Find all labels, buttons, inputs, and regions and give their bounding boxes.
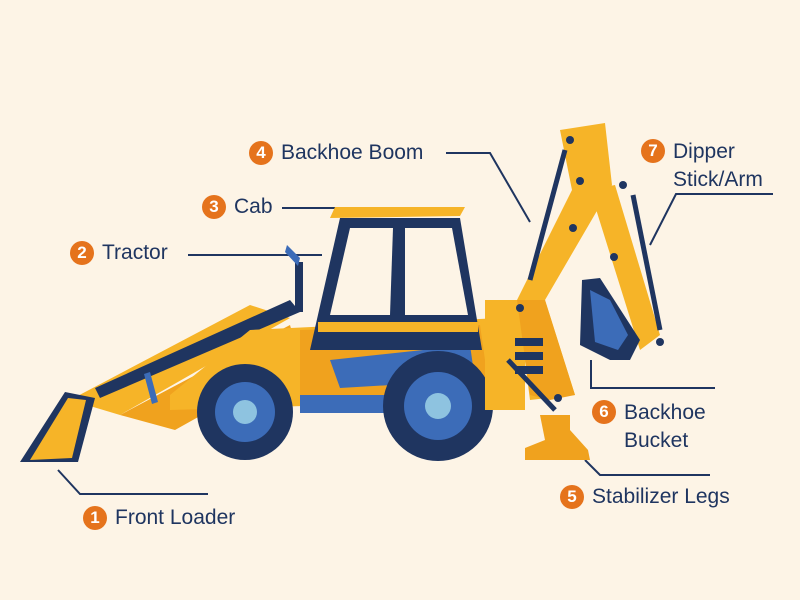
label-text: Dipper Stick/Arm (673, 140, 763, 191)
leader-stabilizer (584, 459, 710, 476)
rear-wheel (383, 351, 493, 461)
label-tractor: 2 Tractor (70, 240, 168, 266)
label-backhoe-boom: 4 Backhoe Boom (249, 140, 423, 166)
number-badge: 2 (70, 241, 94, 265)
label-text: Front Loader (115, 506, 236, 529)
leader-dipper (649, 193, 773, 246)
leader-boom (446, 152, 531, 223)
label-text: Backhoe Boom (281, 141, 424, 164)
label-text: Backhoe Bucket (624, 401, 706, 452)
label-stabilizer-legs: 5 Stabilizer Legs (560, 484, 730, 510)
number-badge: 4 (249, 141, 273, 165)
label-backhoe-bucket: 6 Backhoe Bucket (592, 399, 706, 455)
label-front-loader: 1 Front Loader (83, 505, 235, 531)
cab (310, 207, 482, 350)
number-badge: 7 (641, 139, 665, 163)
number-badge: 1 (83, 506, 107, 530)
label-dipper-stick: 7 Dipper Stick/Arm (641, 138, 763, 194)
label-text: Stabilizer Legs (592, 485, 730, 508)
backhoe (485, 123, 664, 412)
label-cab: 3 Cab (202, 194, 273, 220)
label-text: Cab (234, 195, 273, 218)
stabilizer-legs (525, 415, 590, 460)
number-badge: 6 (592, 400, 616, 424)
label-text: Tractor (102, 241, 168, 264)
front-wheel (197, 364, 293, 460)
leader-lines (57, 152, 773, 495)
number-badge: 5 (560, 485, 584, 509)
leader-bucket (590, 360, 715, 389)
leader-front-loader (57, 469, 208, 495)
number-badge: 3 (202, 195, 226, 219)
